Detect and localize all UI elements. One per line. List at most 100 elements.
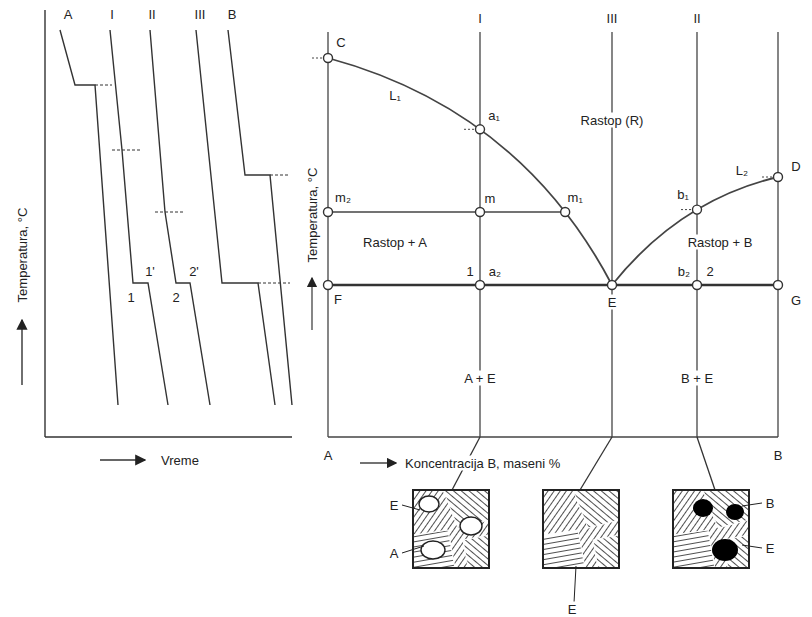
connector-line	[580, 437, 612, 490]
dashed-tick	[155, 212, 185, 213]
primary-crystal-b	[693, 499, 713, 517]
axis-line	[44, 10, 45, 437]
point-label: F	[332, 292, 344, 307]
lamellae	[463, 535, 489, 568]
microstructure-frame	[413, 490, 489, 568]
dashed-tick	[112, 150, 140, 151]
microstructure	[543, 490, 619, 568]
axis-title: Temperatura, °C	[15, 206, 30, 305]
curve-label: L₂	[734, 163, 750, 178]
point-marker	[693, 205, 702, 214]
dashed-tick	[258, 283, 290, 284]
point-marker	[608, 281, 617, 290]
connector-line	[697, 437, 715, 490]
lamellae	[413, 490, 489, 568]
point-label: a₁	[486, 108, 502, 123]
region-label: A + E	[462, 371, 497, 386]
point-label: D	[789, 159, 802, 174]
dashed-tick	[681, 209, 692, 210]
microstructure	[673, 490, 749, 568]
lamellae	[673, 530, 715, 568]
dashed-tick	[312, 58, 323, 59]
cooling-curve	[196, 30, 275, 405]
alloy-label: I	[476, 11, 484, 26]
axis-arrow	[21, 320, 22, 385]
region-label: Rastop + A	[361, 235, 429, 250]
region-label: Rastop (R)	[579, 113, 646, 128]
phase-label: E	[764, 541, 777, 556]
leader-line	[402, 546, 424, 553]
curve-label: III	[193, 7, 208, 22]
phase-label: E	[388, 498, 401, 513]
point-label: m	[483, 191, 498, 206]
primary-crystal-a	[460, 517, 482, 535]
leader-line	[574, 566, 576, 603]
primary-crystal-a	[419, 496, 439, 512]
region-label: B + E	[679, 371, 715, 386]
axis-line	[327, 32, 328, 437]
primary-crystal-b	[712, 539, 738, 561]
cooling-curve	[60, 30, 118, 405]
axis-title: Vreme	[159, 453, 201, 468]
curve-label: L₁	[387, 88, 403, 103]
dashed-tick	[270, 175, 290, 176]
point-label: b₁	[675, 186, 691, 201]
point-label: 1	[464, 264, 475, 279]
liquidus-curve	[612, 177, 778, 285]
axis-line	[777, 32, 778, 437]
point-label: m₂	[333, 190, 353, 205]
axis-arrow	[311, 278, 312, 330]
lamellae	[543, 530, 585, 568]
microstructure-frame	[543, 490, 619, 568]
liquidus-curve	[328, 58, 612, 285]
point-label: E	[606, 295, 619, 310]
phase-label: B	[764, 496, 777, 511]
axis-arrow	[100, 459, 145, 460]
leader-line	[742, 545, 762, 548]
lamellae	[673, 490, 749, 568]
point-label: 2'	[187, 264, 201, 279]
point-label: m₁	[566, 190, 585, 205]
alloy-label: II	[691, 11, 702, 26]
point-marker	[324, 281, 333, 290]
point-marker	[774, 173, 783, 182]
point-label: 1	[125, 290, 136, 305]
point-marker	[774, 281, 783, 290]
composition-line	[611, 32, 612, 437]
axis-line	[328, 436, 778, 437]
leader-line	[742, 503, 762, 506]
phase-label: E	[566, 602, 579, 617]
point-label: 2	[704, 264, 715, 279]
point-marker	[476, 125, 485, 134]
axis-title: Temperatura, °C	[305, 166, 320, 265]
lamellae	[573, 490, 619, 528]
point-label: C	[334, 35, 347, 50]
region-label: Rastop + B	[686, 235, 755, 250]
curve-label: II	[146, 7, 157, 22]
point-marker	[476, 208, 485, 217]
curve-label: A	[62, 7, 75, 22]
point-label: 2	[170, 290, 181, 305]
eutectic-line	[328, 284, 778, 287]
axis-line	[45, 436, 292, 437]
point-label: G	[789, 293, 803, 308]
cooling-curve	[150, 30, 210, 405]
primary-crystal-a	[421, 541, 445, 559]
dashed-tick	[95, 85, 112, 86]
axis-title: Koncentracija B, maseni %	[403, 456, 562, 471]
tie-line	[328, 211, 565, 212]
point-label: 1'	[143, 264, 157, 279]
point-marker	[324, 54, 333, 63]
axis-arrow	[360, 462, 396, 463]
curve-label: B	[226, 7, 239, 22]
primary-crystal-b	[726, 504, 744, 520]
dashed-tick	[762, 177, 773, 178]
axis-end-label: A	[322, 448, 335, 463]
phase-label: A	[388, 546, 401, 561]
point-label: b₂	[676, 264, 692, 279]
lamellae	[593, 535, 619, 568]
leader-line	[402, 505, 420, 510]
microstructure-frame	[673, 490, 749, 568]
point-marker	[324, 208, 333, 217]
